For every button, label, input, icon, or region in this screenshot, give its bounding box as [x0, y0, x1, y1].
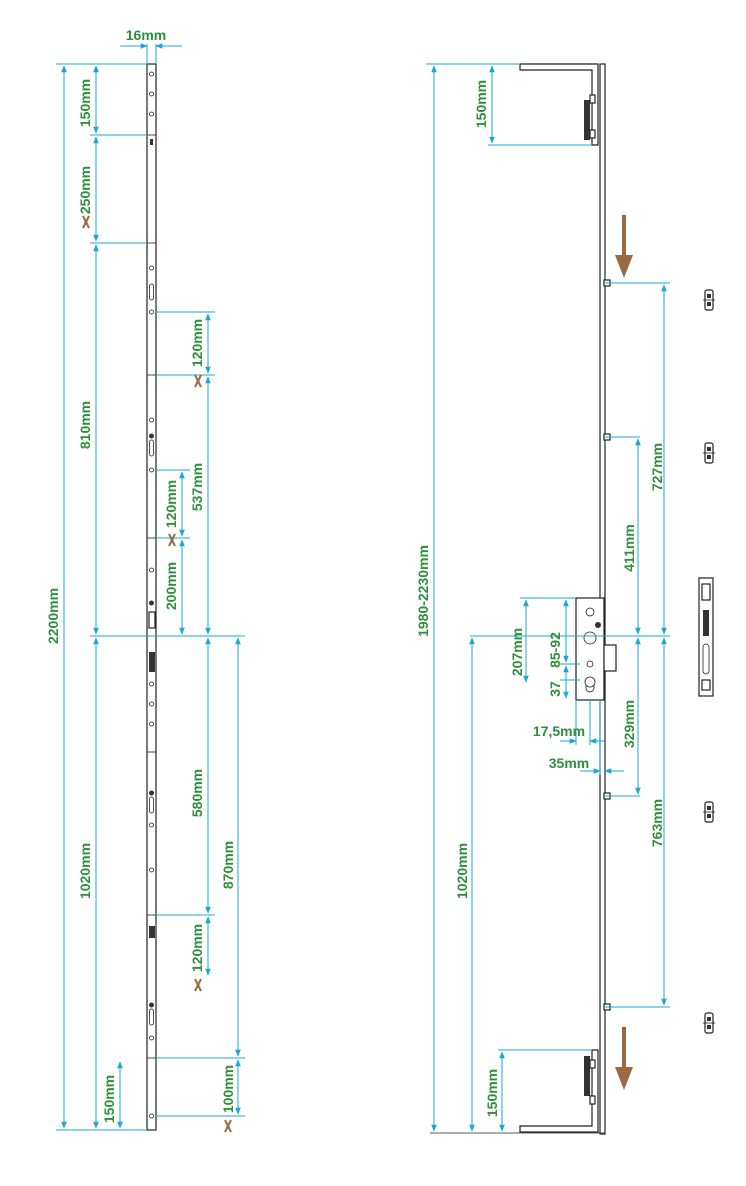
left-rail-drawing: 16mm 2200mm 150mm 250mm 810mm 1020mm 150… — [45, 27, 245, 1133]
right-bottom-hook-label: 150mm — [484, 1069, 500, 1117]
right-centres-label: 85-92 — [547, 632, 563, 668]
keeper-detail-4 — [703, 1012, 715, 1034]
bottom-corner-hook — [519, 1049, 599, 1133]
right-rail-drawing: 1980-2230mm 150mm 727mm 411mm 207mm 85-9… — [415, 63, 670, 1135]
left-lower-keeper-gap-label: 120mm — [189, 924, 205, 972]
right-handle-height-label: 1020mm — [454, 843, 470, 899]
right-top-hook-label: 150mm — [473, 80, 489, 128]
right-spindle-label: 37 — [547, 681, 563, 697]
left-bottom-keeper-label: 100mm — [220, 1065, 236, 1113]
left-dimension-lines — [61, 43, 241, 1129]
right-upper-mid-label: 411mm — [621, 524, 637, 571]
right-backset-label: 35mm — [549, 755, 589, 771]
keeper-detail-1 — [703, 289, 715, 311]
left-lower-total-label: 870mm — [220, 841, 236, 889]
left-mid-lock-label: 200mm — [163, 562, 179, 610]
gearbox — [575, 597, 617, 701]
left-upper-section-label: 250mm — [77, 166, 93, 214]
right-extension-lines — [426, 63, 670, 1051]
right-lower-mid-label: 329mm — [621, 700, 637, 748]
right-gearbox-height-label: 207mm — [509, 628, 525, 676]
left-top-offset-label: 150mm — [77, 79, 93, 127]
right-backset-inner-label: 17,5mm — [533, 723, 585, 739]
keeper-details — [698, 289, 715, 1034]
right-upper-keeper-label: 727mm — [649, 443, 665, 491]
left-bottom-offset-label: 150mm — [101, 1075, 117, 1123]
left-rail-body — [146, 63, 157, 1131]
keeper-detail-center — [698, 577, 714, 697]
keeper-detail-2 — [703, 442, 715, 464]
left-lower-section-label: 1020mm — [77, 843, 93, 899]
keeper-detail-3 — [703, 801, 715, 823]
left-upper-lock-label: 537mm — [189, 463, 205, 511]
left-lower-lock-label: 580mm — [189, 769, 205, 817]
direction-arrows — [615, 215, 633, 1090]
left-upper-keeper-gap-label: 120mm — [189, 319, 205, 367]
left-rail-holes — [148, 71, 156, 1119]
left-middle-section-label: 810mm — [77, 401, 93, 449]
right-height-range-label: 1980-2230mm — [415, 545, 431, 637]
left-total-label: 2200mm — [45, 588, 61, 644]
right-dimension-lines — [431, 65, 667, 1132]
left-mid-keeper-gap-label: 120mm — [163, 480, 179, 528]
left-rail-width-label: 16mm — [126, 27, 166, 43]
right-lower-keeper-label: 763mm — [649, 799, 665, 847]
top-corner-hook — [519, 63, 599, 146]
